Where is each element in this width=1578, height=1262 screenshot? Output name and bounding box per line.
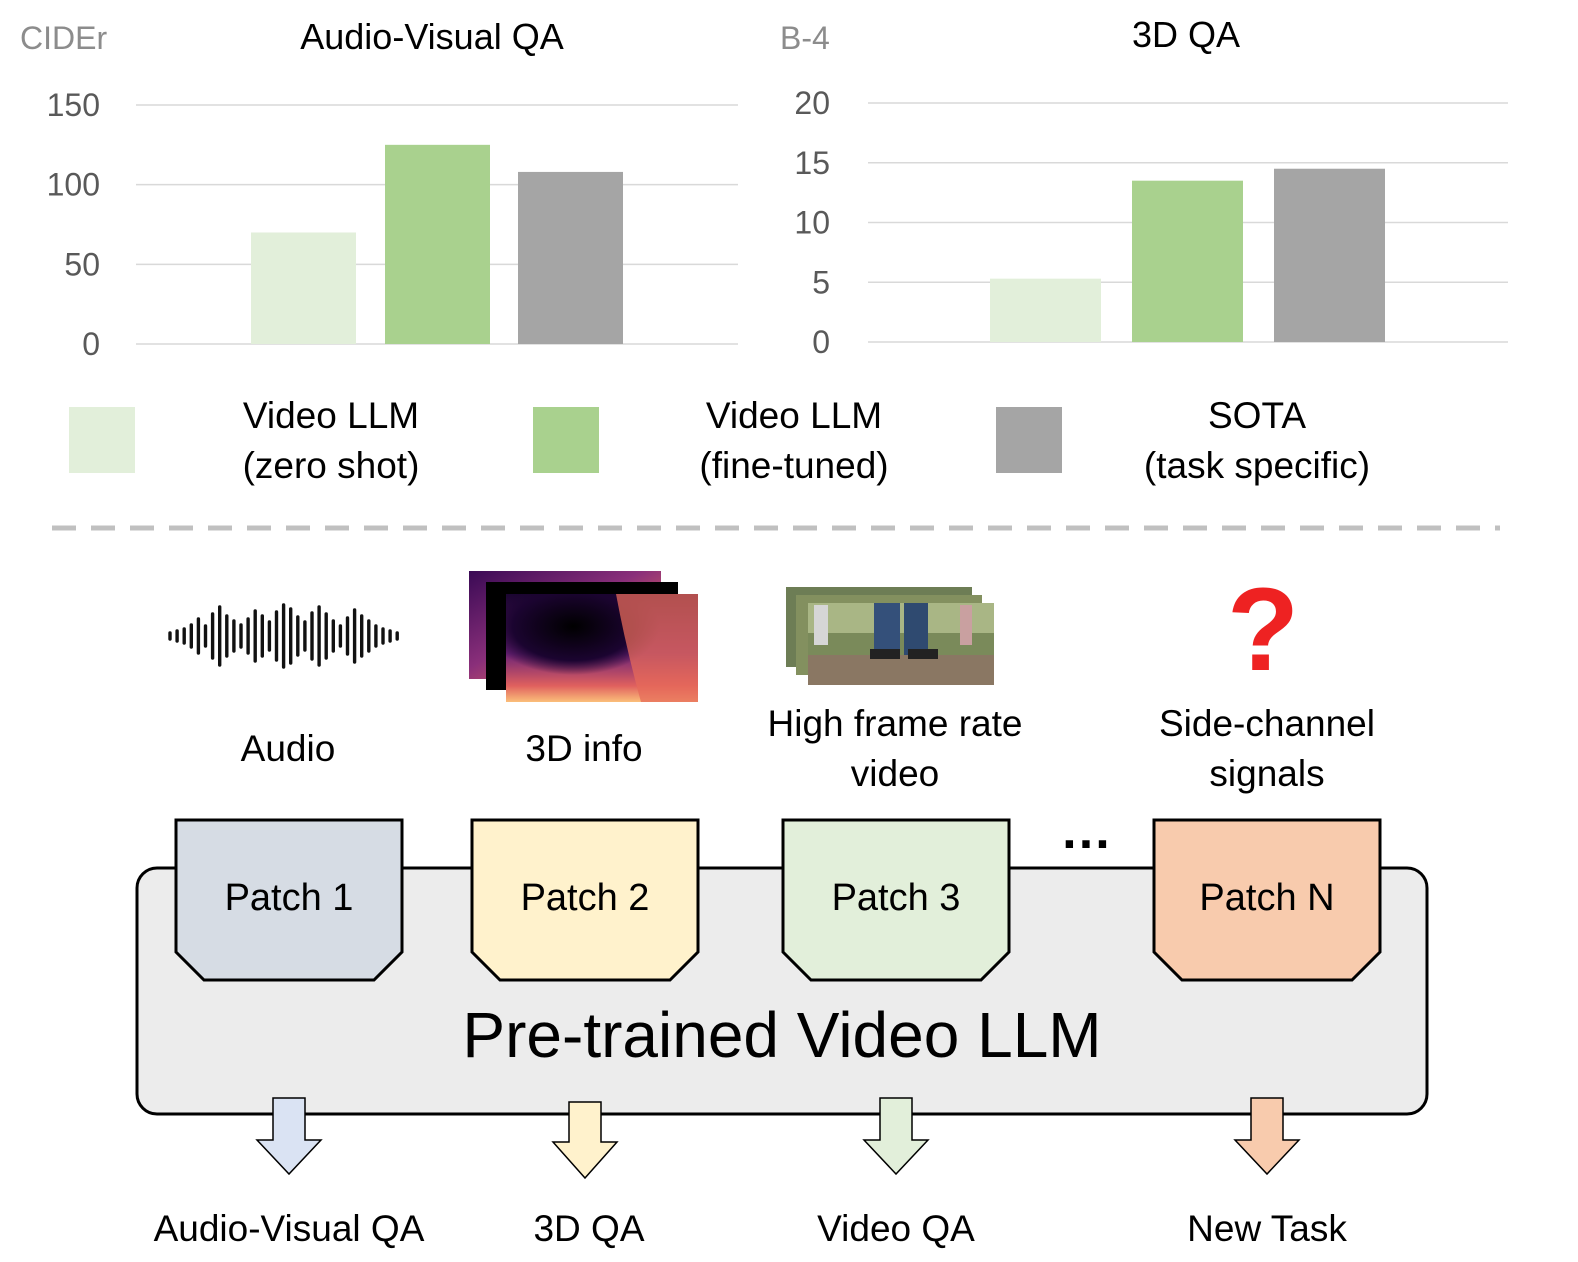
legend-label-sota: SOTA (task specific)	[1143, 395, 1371, 486]
output-label-new-task: New Task	[1187, 1208, 1347, 1249]
patch-2: Patch 2	[470, 818, 700, 982]
chart-audio-visual-qa: CIDEr Audio-Visual QA 0 50 100 150	[0, 0, 760, 370]
y-axis-label: CIDEr	[20, 20, 108, 56]
arrow-down-icon	[255, 1097, 323, 1176]
bar	[385, 144, 490, 344]
bar	[251, 232, 356, 344]
y-tick-label: 20	[794, 85, 830, 121]
chart-title: 3D QA	[1131, 14, 1241, 55]
bar	[1132, 180, 1243, 342]
ellipsis: …	[1060, 810, 1112, 860]
bar	[990, 278, 1101, 342]
model-label: Pre-trained Video LLM	[462, 999, 1102, 1071]
video-frames-icon	[786, 587, 994, 685]
output-label-3d-qa: 3D QA	[533, 1208, 645, 1249]
legend: Video LLM (zero shot) Video LLM (fine-tu…	[0, 380, 1578, 510]
legend-label-fine-tuned: Video LLM (fine-tuned)	[699, 395, 889, 486]
y-tick-label: 15	[794, 145, 830, 181]
output-label-audio-visual-qa: Audio-Visual QA	[153, 1208, 425, 1249]
chart-plot: 0 50 100 150	[47, 87, 738, 362]
question-mark-icon: ?	[1226, 564, 1300, 696]
source-label-3d-info: 3D info	[525, 728, 643, 769]
legend-label-zero-shot: Video LLM (zero shot)	[242, 395, 420, 486]
patch-n: Patch N	[1152, 818, 1382, 982]
bar	[1274, 168, 1385, 342]
depth-map-icon	[469, 571, 698, 702]
patch-label: Patch 1	[225, 877, 354, 919]
patch-label: Patch 2	[521, 877, 650, 919]
patch-label: Patch 3	[832, 877, 961, 919]
arrow-down-icon	[1233, 1097, 1301, 1176]
patch-label: Patch N	[1199, 877, 1334, 919]
source-label-side-channel-signals: Side-channel signals	[1159, 703, 1375, 794]
y-tick-label: 100	[47, 167, 100, 203]
y-tick-label: 10	[794, 205, 830, 241]
patch-3: Patch 3	[781, 818, 1011, 982]
y-tick-label: 5	[812, 264, 830, 300]
y-tick-label: 0	[812, 324, 830, 360]
output-arrows	[255, 1097, 1301, 1180]
legend-swatch-fine-tuned	[533, 407, 599, 473]
output-label-video-qa: Video QA	[817, 1208, 975, 1249]
chart-plot: 0 5 10 15 20	[794, 85, 1508, 360]
source-label-audio: Audio	[240, 728, 336, 769]
y-tick-label: 50	[64, 246, 100, 282]
patch-1: Patch 1	[174, 818, 404, 982]
y-tick-label: 0	[82, 326, 100, 362]
legend-swatch-zero-shot	[69, 407, 135, 473]
section-divider	[52, 525, 1500, 531]
bar	[518, 171, 623, 344]
arrow-down-icon	[551, 1101, 619, 1180]
chart-title: Audio-Visual QA	[300, 16, 564, 57]
chart-3d-qa: B-4 3D QA 0 5 10 15 20	[760, 0, 1540, 370]
model-diagram: Patch 1 Patch 2 Patch 3 … Patch N	[135, 810, 1429, 1116]
legend-swatch-sota	[996, 407, 1062, 473]
source-label-high-frame-rate-video: High frame rate video	[767, 703, 1023, 794]
y-axis-label: B-4	[780, 20, 830, 56]
arrow-down-icon	[862, 1097, 930, 1176]
audio-waveform-icon	[168, 603, 399, 669]
y-tick-label: 150	[47, 87, 100, 123]
